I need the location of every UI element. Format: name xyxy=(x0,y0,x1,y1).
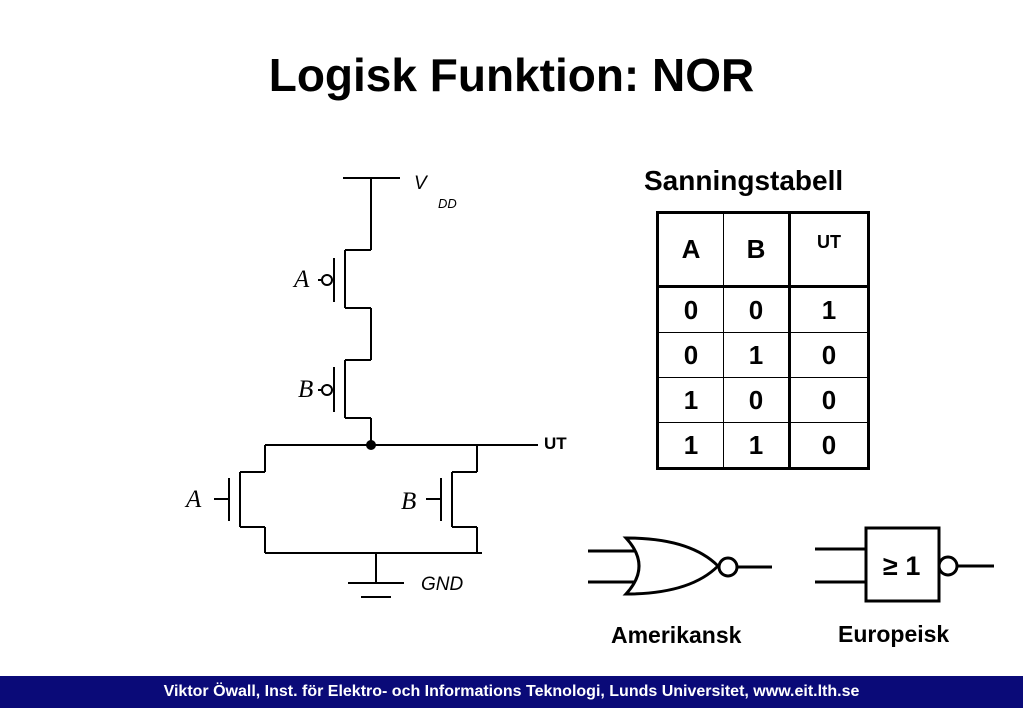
cell-b: 0 xyxy=(723,377,791,423)
truth-table: A B UT 0 0 1 0 1 0 1 0 0 1 1 0 xyxy=(656,211,870,470)
cell-ut: 0 xyxy=(789,332,870,378)
gnd-label: GND xyxy=(421,574,464,595)
cell-ut: 0 xyxy=(789,422,870,470)
pmos-b-transistor xyxy=(318,359,371,419)
truth-table-title: Sanningstabell xyxy=(644,165,844,196)
header-a: A xyxy=(656,211,724,288)
european-gate-label: ≥ 1 xyxy=(883,551,921,581)
cell-b: 1 xyxy=(723,332,791,378)
nor-cmos-schematic xyxy=(214,177,538,598)
cell-ut: 0 xyxy=(789,377,870,423)
vdd-subscript: DD xyxy=(438,196,457,211)
cell-a: 0 xyxy=(656,286,724,333)
header-b: B xyxy=(723,211,791,288)
output-label: UT xyxy=(544,434,567,453)
european-inverter-bubble xyxy=(937,555,959,577)
pmos-b-label: B xyxy=(298,376,314,403)
truth-table-header-row: A B UT xyxy=(656,211,870,288)
nmos-a-label: A xyxy=(186,486,202,513)
nmos-b-label: B xyxy=(401,488,417,515)
page-title: Logisk Funktion: NOR xyxy=(268,49,755,101)
american-label: Amerikansk xyxy=(611,622,742,648)
cell-a: 1 xyxy=(656,377,724,423)
table-row: 1 1 0 xyxy=(656,422,870,470)
american-gate-body xyxy=(622,536,721,596)
pmos-a-transistor xyxy=(318,249,371,309)
output-node-dot xyxy=(366,440,376,450)
vdd-label: V xyxy=(414,173,427,194)
nmos-a-transistor xyxy=(214,445,266,528)
cell-ut: 1 xyxy=(789,286,870,333)
header-ut: UT xyxy=(789,211,870,288)
table-row: 0 0 1 xyxy=(656,286,870,333)
european-nor-symbol xyxy=(815,526,994,603)
european-label: Europeisk xyxy=(838,621,950,647)
cell-a: 1 xyxy=(656,422,724,470)
american-nor-symbol xyxy=(588,536,772,596)
footer-bar: Viktor Öwall, Inst. för Elektro- och Inf… xyxy=(0,676,1023,708)
cell-b: 1 xyxy=(723,422,791,470)
table-row: 0 1 0 xyxy=(656,332,870,378)
pmos-a-label: A xyxy=(294,266,310,293)
nmos-b-transistor xyxy=(426,445,478,528)
cell-b: 0 xyxy=(723,286,791,333)
cell-a: 0 xyxy=(656,332,724,378)
table-row: 1 0 0 xyxy=(656,377,870,423)
